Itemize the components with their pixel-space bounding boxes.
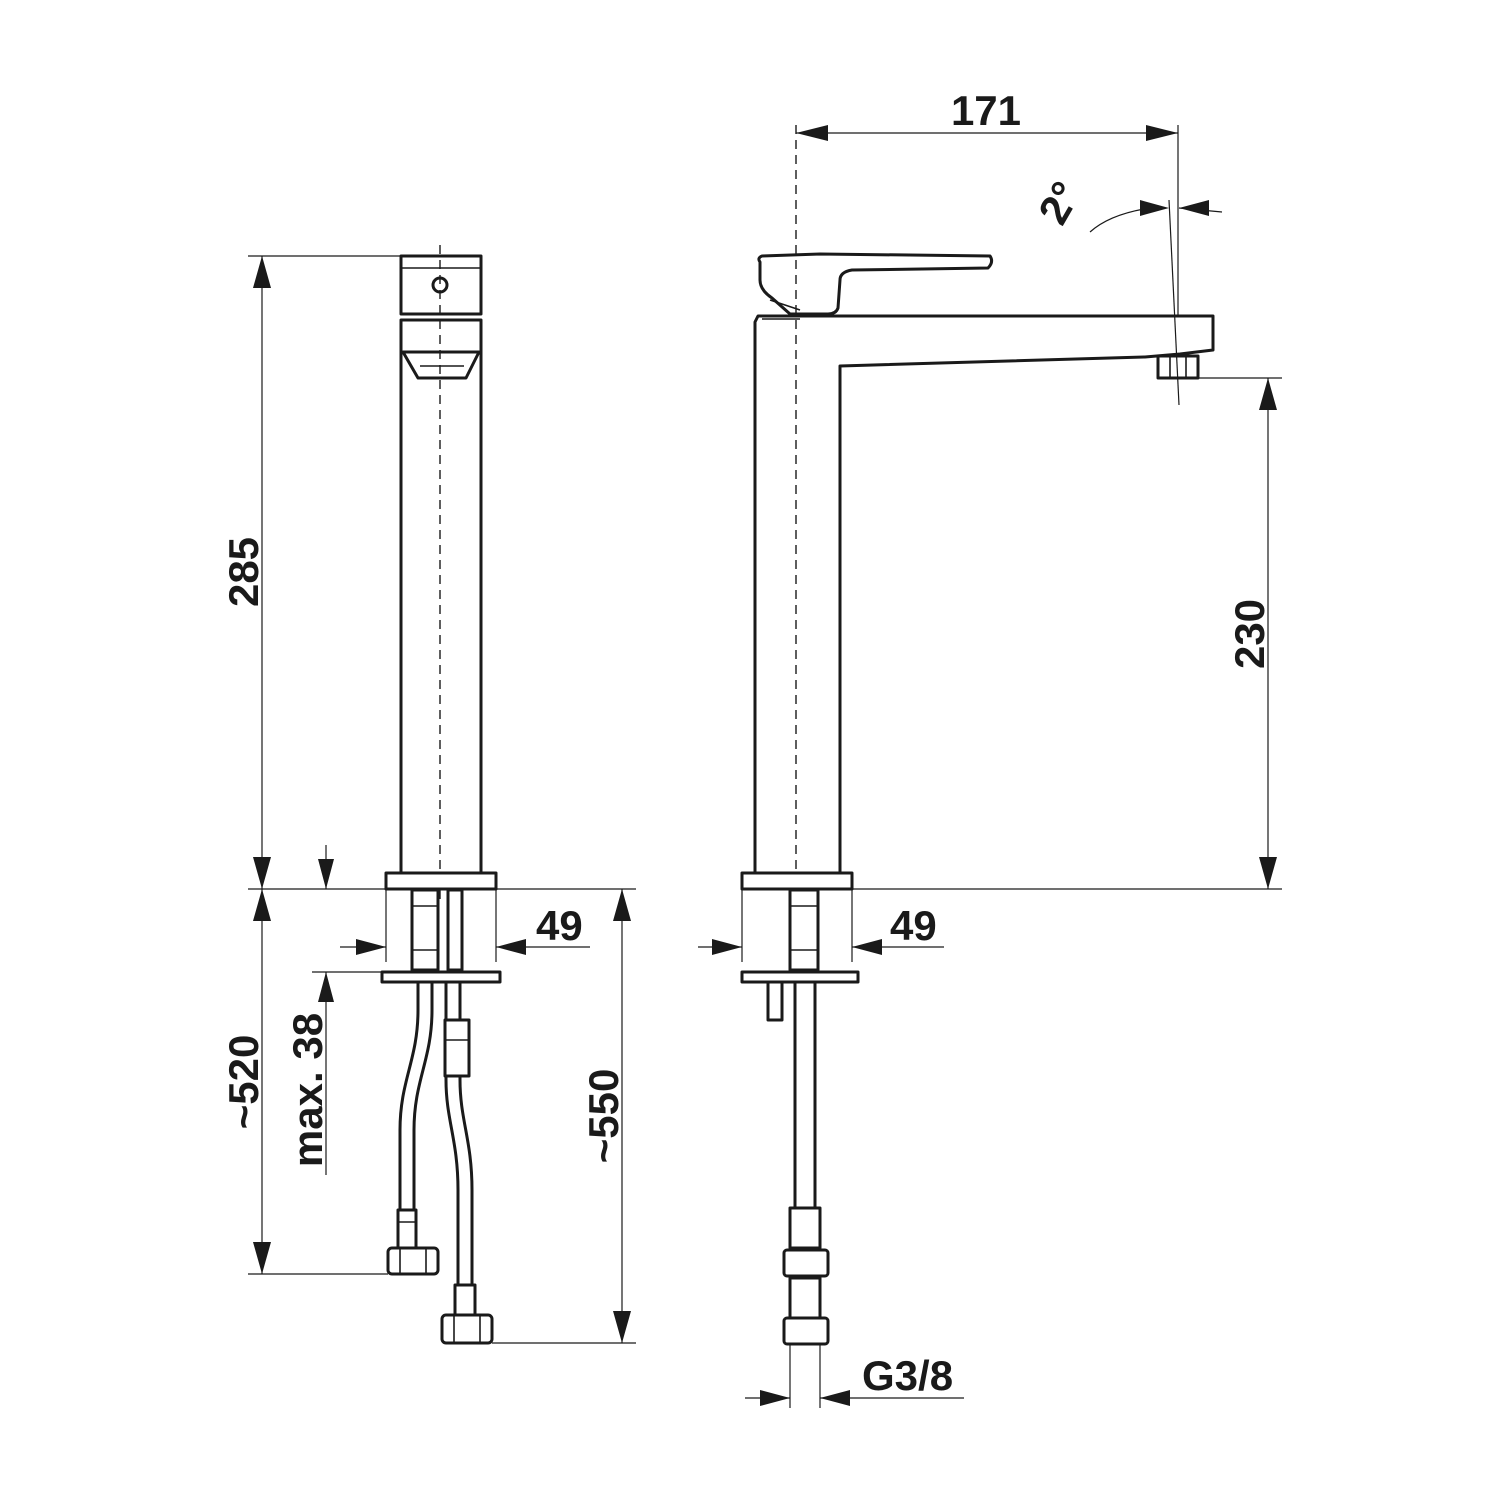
dim-thread: G3/8 [745, 1344, 964, 1408]
front-counter-plate [380, 970, 502, 984]
dim-label-base-left: 49 [536, 902, 583, 949]
front-nut-short [386, 1246, 440, 1276]
side-base-plate [740, 871, 854, 891]
dim-spout-reach: 171 [796, 87, 1179, 316]
dim-base-right: 49 [698, 889, 944, 962]
side-faucet-body [753, 314, 1215, 875]
front-fixing-stud [410, 888, 440, 972]
dim-hose-length-right: ~550 [492, 888, 636, 1344]
front-hose-short [398, 980, 434, 1212]
dim-label-deck-thickness: max. 38 [284, 1013, 331, 1167]
dim-spout-height: 230 [852, 377, 1282, 890]
dim-base-left: 49 [340, 889, 590, 962]
side-hose [793, 980, 817, 1210]
front-base-plate [384, 871, 498, 891]
dim-label-spout-height: 230 [1226, 599, 1273, 669]
side-nut-upper [782, 1248, 830, 1278]
side-nut-lower [782, 1316, 830, 1346]
side-fixing-stud [788, 888, 820, 972]
front-faucet-body [399, 318, 483, 875]
side-lever [757, 252, 994, 316]
dim-label-spout-reach: 171 [951, 87, 1021, 134]
front-nut-long [440, 1313, 494, 1345]
side-view [740, 125, 1215, 1346]
dim-total-height: 285 [220, 255, 401, 890]
front-aerator [401, 350, 481, 380]
dim-deck-thickness: max. 38 [284, 845, 382, 1175]
dim-hose-length-left: ~520 [220, 889, 388, 1275]
dim-label-thread: G3/8 [862, 1352, 953, 1399]
dim-label-hose-length-right: ~550 [580, 1069, 627, 1164]
dim-label-hose-length-left: ~520 [220, 1035, 267, 1130]
dim-label-base-right: 49 [890, 902, 937, 949]
dim-label-total-height: 285 [220, 537, 267, 607]
front-hose-long [444, 980, 474, 1287]
front-view [380, 245, 502, 1345]
dim-label-spout-angle: 2° [1029, 174, 1090, 232]
